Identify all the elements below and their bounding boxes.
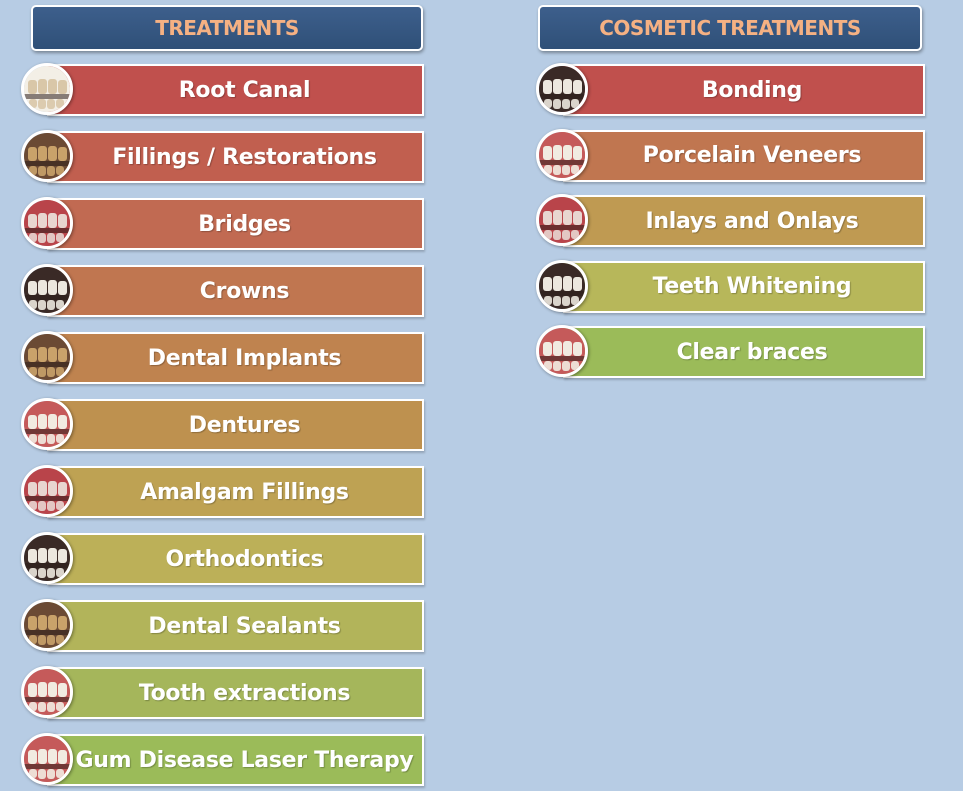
treatment-label[interactable]: Porcelain Veneers: [563, 129, 925, 182]
treatments-header: TREATMENTS: [31, 5, 423, 51]
treatment-label[interactable]: Orthodontics: [47, 533, 424, 585]
treatment-label[interactable]: Bridges: [47, 198, 424, 250]
veneers-icon: [536, 128, 588, 181]
treatment-item[interactable]: Teeth Whitening: [520, 259, 963, 315]
treatment-item[interactable]: Inlays and Onlays: [520, 194, 963, 249]
treatment-label[interactable]: Fillings / Restorations: [47, 131, 424, 183]
crowns-icon: [21, 264, 73, 316]
fillings-icon: [21, 130, 73, 182]
treatment-label[interactable]: Clear braces: [563, 326, 925, 378]
treatment-label[interactable]: Dental Sealants: [47, 600, 424, 652]
treatment-label[interactable]: Inlays and Onlays: [563, 195, 925, 247]
whitening-icon: [536, 259, 588, 312]
bonding-icon: [536, 63, 588, 115]
treatment-item[interactable]: Tooth extractions: [0, 666, 430, 721]
implants-icon: [21, 331, 73, 383]
treatment-item[interactable]: Crowns: [0, 264, 430, 319]
treatment-item[interactable]: Bridges: [0, 197, 430, 252]
treatment-item[interactable]: Root Canal: [0, 63, 430, 118]
extractions-icon: [21, 666, 73, 718]
treatment-item[interactable]: Dental Implants: [0, 331, 430, 386]
sealants-icon: [21, 599, 73, 651]
treatment-item[interactable]: Amalgam Fillings: [0, 465, 430, 520]
clear-braces-icon: [536, 325, 588, 377]
treatment-label[interactable]: Bonding: [563, 64, 925, 116]
treatment-label[interactable]: Gum Disease Laser Therapy: [47, 734, 424, 786]
treatment-item[interactable]: Bonding: [520, 63, 963, 118]
treatment-label[interactable]: Teeth Whitening: [563, 260, 925, 313]
tooth-root-canal-icon: [21, 63, 73, 115]
treatment-item[interactable]: Porcelain Veneers: [520, 128, 963, 184]
dentures-icon: [21, 398, 73, 450]
treatment-item[interactable]: Gum Disease Laser Therapy: [0, 733, 430, 788]
orthodontics-icon: [21, 532, 73, 584]
treatment-label[interactable]: Crowns: [47, 265, 424, 317]
bridges-icon: [21, 197, 73, 249]
treatment-item[interactable]: Dentures: [0, 398, 430, 453]
treatment-item[interactable]: Clear braces: [520, 325, 963, 380]
gum-laser-icon: [21, 733, 73, 785]
inlays-onlays-icon: [536, 194, 588, 246]
treatment-item[interactable]: Fillings / Restorations: [0, 130, 430, 185]
treatment-label[interactable]: Dentures: [47, 399, 424, 451]
treatment-item[interactable]: Orthodontics: [0, 532, 430, 587]
treatment-label[interactable]: Dental Implants: [47, 332, 424, 384]
treatment-label[interactable]: Amalgam Fillings: [47, 466, 424, 518]
amalgam-fillings-icon: [21, 465, 73, 517]
treatment-item[interactable]: Dental Sealants: [0, 599, 430, 654]
cosmetic-treatments-header: COSMETIC TREATMENTS: [538, 5, 922, 51]
treatment-label[interactable]: Root Canal: [47, 64, 424, 116]
treatment-label[interactable]: Tooth extractions: [47, 667, 424, 719]
